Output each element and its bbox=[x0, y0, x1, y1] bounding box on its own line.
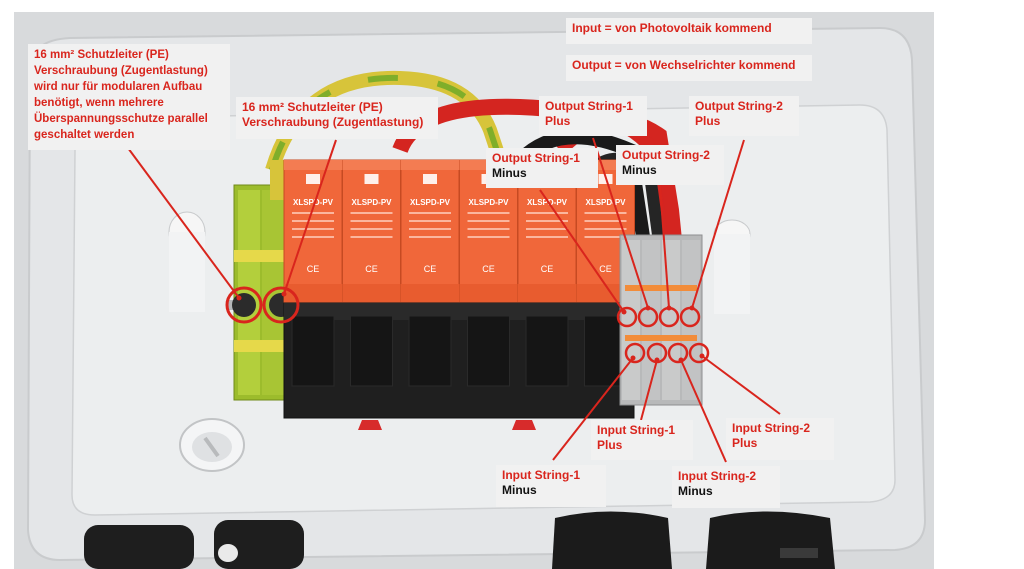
din-clip-right bbox=[512, 420, 536, 430]
base-slots bbox=[291, 315, 627, 387]
highlight-in-s2-minus bbox=[667, 342, 689, 364]
highlight-out-s2-plus bbox=[679, 306, 701, 328]
ce-mark: CE bbox=[541, 264, 554, 274]
spd-module: XLSPD-PV CE bbox=[400, 159, 460, 303]
highlight-circles bbox=[225, 286, 710, 364]
base-slot bbox=[408, 315, 452, 387]
arrow-output-s1-minus bbox=[539, 189, 625, 313]
legend-input: Input = von Photovoltaik kommend bbox=[566, 18, 812, 44]
highlight-in-s1-plus bbox=[646, 342, 668, 364]
label-input-string2-minus: Input String-2 Minus bbox=[672, 466, 780, 508]
label-pe-main: 16 mm² Schutzleiter (PE) Verschraubung (… bbox=[236, 97, 438, 139]
arrow-input-s2-plus bbox=[701, 355, 781, 415]
label-input-string2-plus: Input String-2 Plus bbox=[726, 418, 834, 460]
highlight-pe-2 bbox=[262, 286, 300, 324]
label-output-string1-minus: Output String-1 Minus bbox=[486, 148, 598, 188]
highlight-out-s1-plus bbox=[637, 306, 659, 328]
status-window bbox=[423, 174, 437, 184]
arrow-output-s2-minus bbox=[659, 184, 670, 309]
ce-mark: CE bbox=[599, 264, 612, 274]
highlight-out-s2-minus bbox=[658, 306, 680, 328]
arrow-output-s2-plus bbox=[691, 139, 745, 309]
highlight-in-s1-minus bbox=[624, 342, 646, 364]
arrow-input-s1-plus bbox=[640, 359, 658, 421]
highlight-pe-1 bbox=[225, 286, 263, 324]
spd-module: XLSPD-PV CE bbox=[342, 159, 401, 303]
ce-mark: CE bbox=[482, 264, 495, 274]
base-slot bbox=[350, 315, 393, 387]
label-input-string1-plus: Input String-1 Plus bbox=[591, 420, 693, 460]
ce-mark: CE bbox=[307, 264, 320, 274]
module-brand: XLSPD-PV bbox=[410, 198, 451, 207]
base-slot bbox=[467, 315, 510, 387]
highlight-out-s1-minus bbox=[616, 306, 638, 328]
legend-output: Output = von Wechselrichter kommend bbox=[566, 55, 812, 81]
status-window bbox=[306, 174, 320, 184]
label-output-string2-minus: Output String-2 Minus bbox=[616, 145, 724, 185]
arrow-pe-modular bbox=[127, 147, 240, 299]
status-window bbox=[364, 174, 379, 184]
base-slot bbox=[291, 315, 335, 387]
din-clip-left bbox=[358, 420, 382, 430]
module-bases bbox=[283, 299, 635, 419]
arrow-input-s1-minus bbox=[552, 357, 634, 461]
module-brand: XLSPD-PV bbox=[293, 198, 334, 207]
screw-slot bbox=[203, 436, 220, 458]
label-output-string2-plus: Output String-2 Plus bbox=[689, 96, 799, 136]
label-output-string1-plus: Output String-1 Plus bbox=[539, 96, 647, 136]
base-slot bbox=[525, 315, 569, 387]
module-brand: XLSPD-PV bbox=[468, 198, 509, 207]
label-pe-modular: 16 mm² Schutzleiter (PE) Verschraubung (… bbox=[28, 44, 230, 150]
module-brand: XLSPD-PV bbox=[585, 198, 626, 207]
ce-mark: CE bbox=[424, 264, 437, 274]
ce-mark: CE bbox=[365, 264, 378, 274]
spd-module: XLSPD-PV CE bbox=[283, 159, 343, 303]
arrow-input-s2-minus bbox=[680, 359, 727, 463]
mounting-post-right-body bbox=[714, 234, 750, 314]
cable-glands bbox=[84, 511, 835, 569]
arrow-pe-main bbox=[283, 139, 337, 295]
label-input-string1-minus: Input String-1 Minus bbox=[496, 465, 606, 507]
annotation-arrows bbox=[127, 137, 781, 463]
arrow-output-s1-plus bbox=[592, 137, 649, 309]
module-brand: XLSPD-PV bbox=[351, 198, 392, 207]
module-brand: XLSPD-PV bbox=[527, 198, 568, 207]
highlight-in-s2-plus bbox=[688, 342, 710, 364]
